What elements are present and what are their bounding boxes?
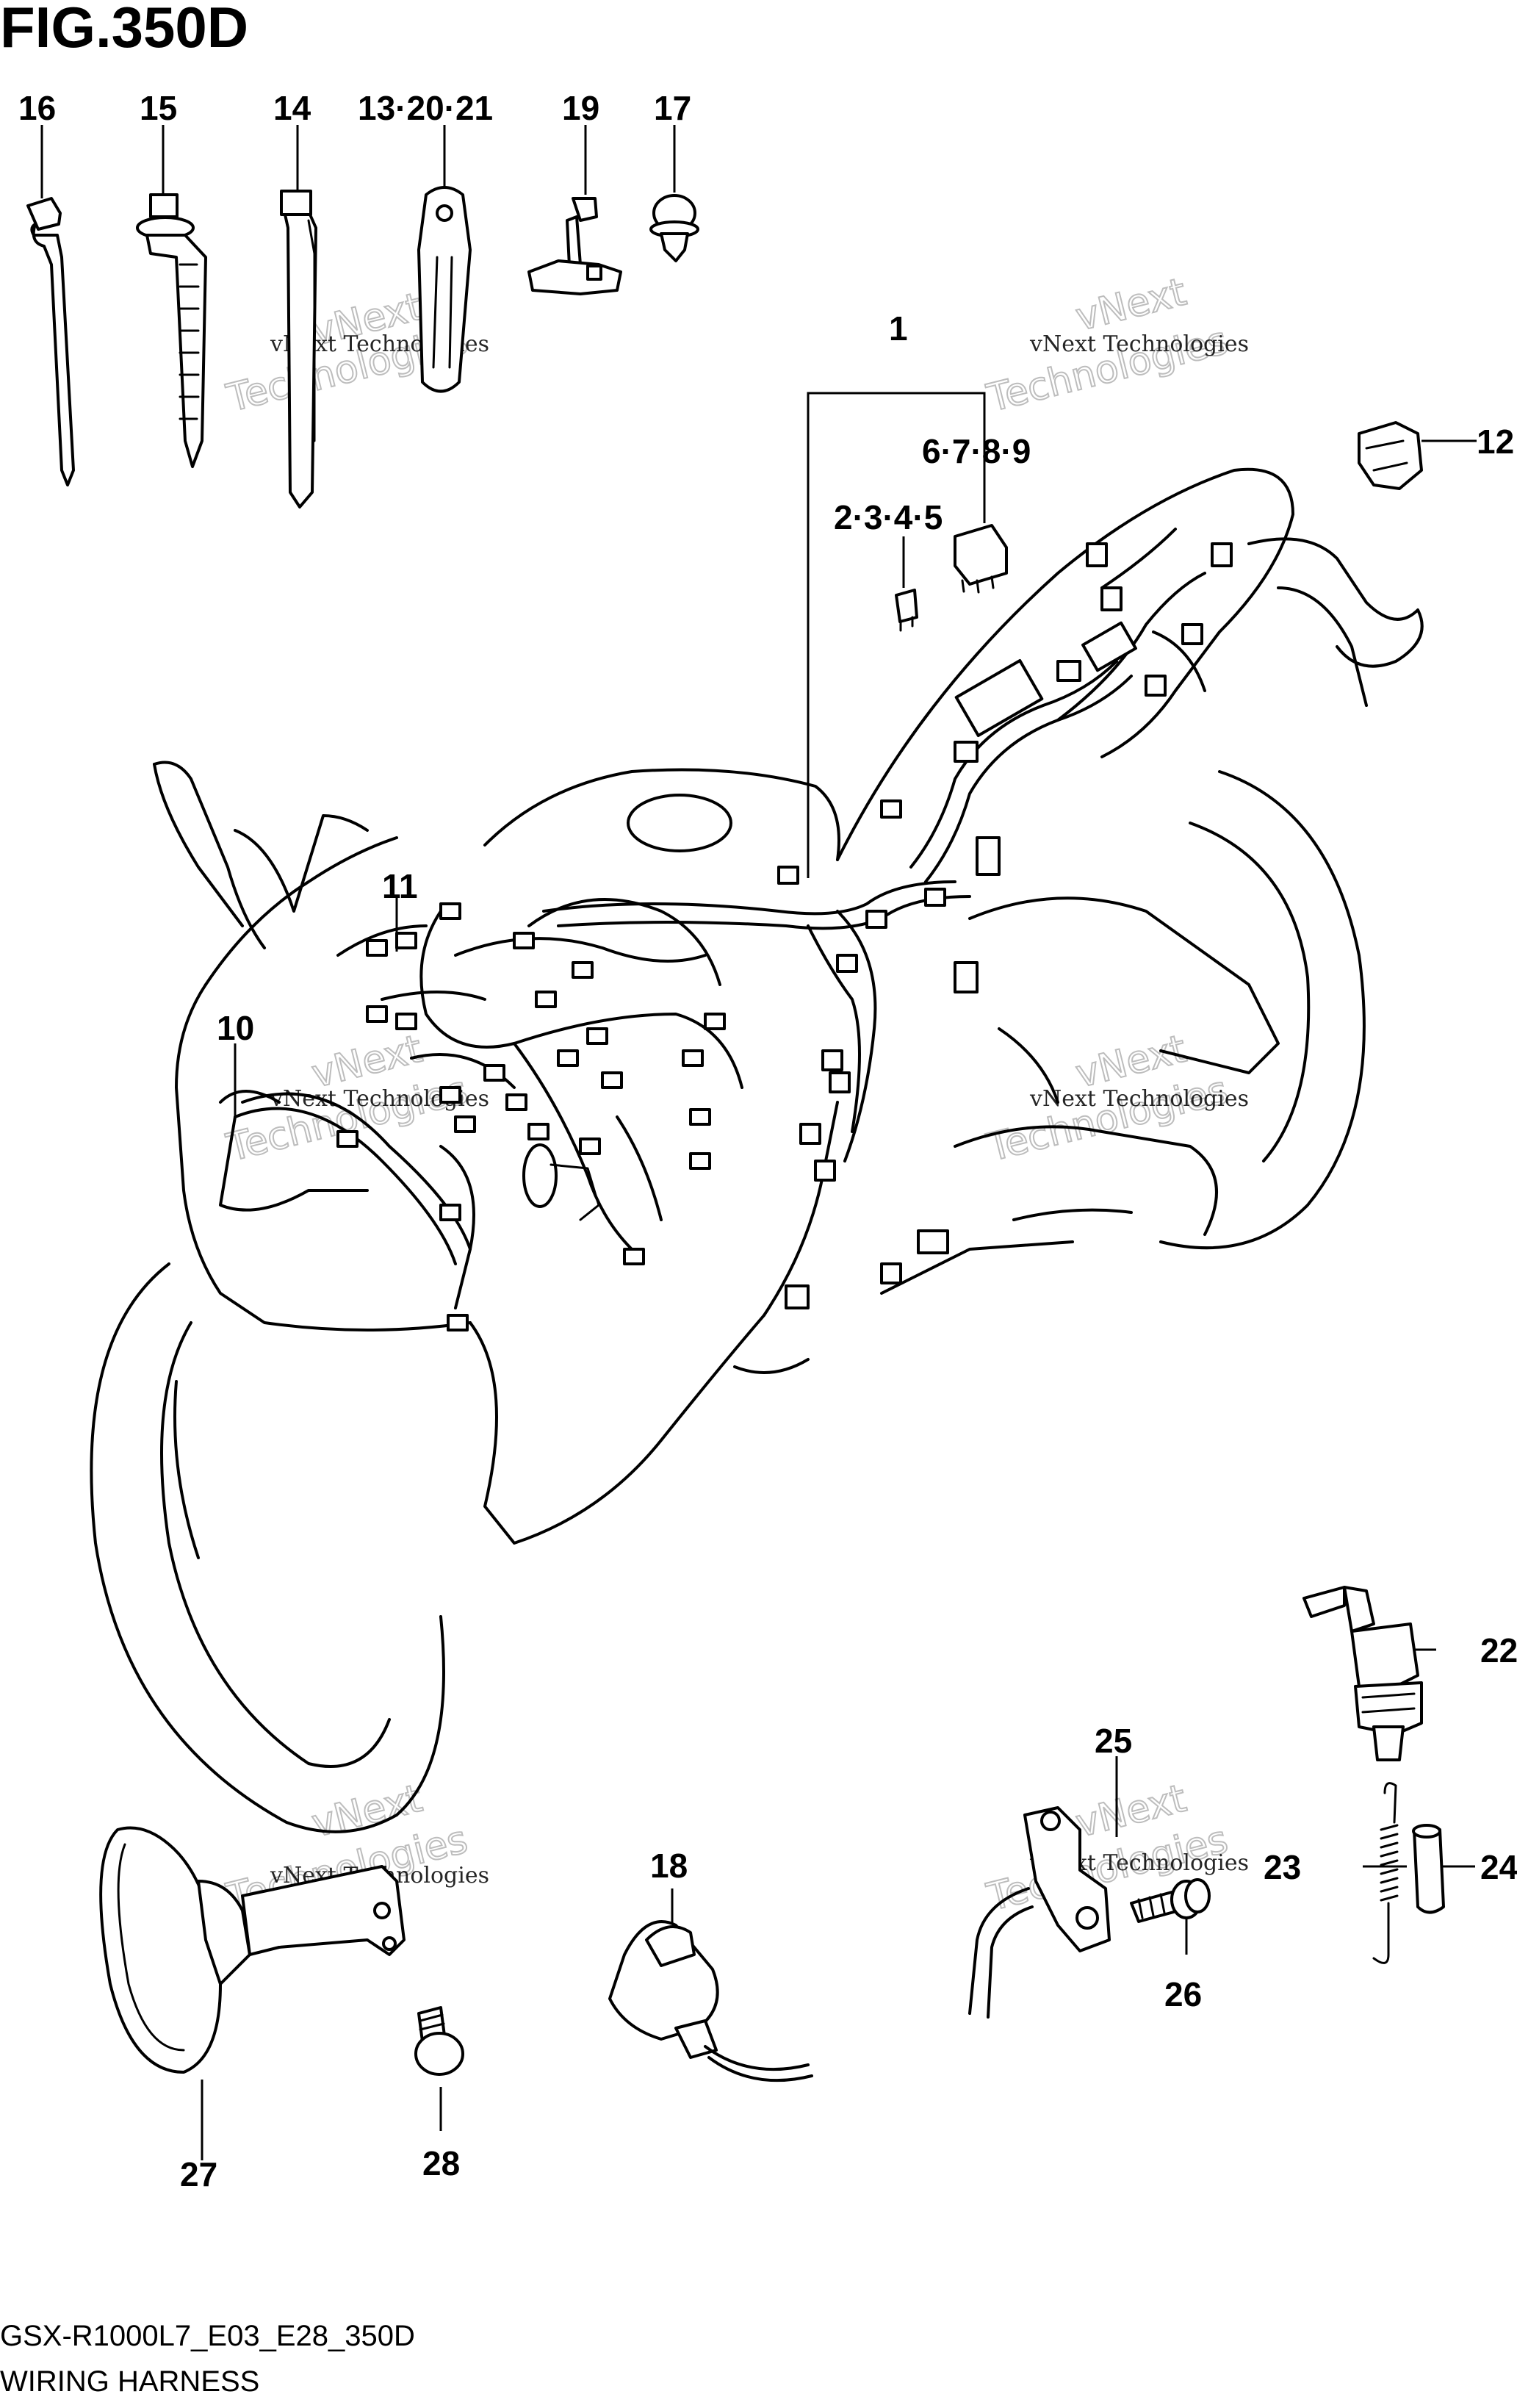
callout-13-20-21: 13·20·21 — [358, 89, 493, 127]
callout-15: 15 — [140, 89, 177, 127]
mounting-bracket-part — [527, 125, 622, 295]
callout-24: 24 — [1480, 1848, 1517, 1886]
callout-labels: 16 15 14 13·20·21 19 17 1 6·7·8·9 2·3·4·… — [18, 89, 1517, 2193]
callout-23: 23 — [1264, 1848, 1301, 1886]
spring-part — [1372, 1782, 1399, 1964]
callout-6-7-8-9: 6·7·8·9 — [922, 432, 1031, 470]
figure-code: GSX-R1000L7_E03_E28_350D — [0, 2320, 415, 2352]
callout-22: 22 — [1480, 1631, 1517, 1670]
callout-1: 1 — [889, 309, 908, 348]
svg-text:vNext: vNext — [1072, 270, 1191, 340]
callout-27: 27 — [180, 2155, 217, 2193]
callout-28: 28 — [422, 2144, 460, 2182]
harness-band-part — [417, 125, 472, 393]
cable-tie-straight-part — [280, 125, 317, 508]
screw-part — [414, 2006, 464, 2076]
callout-11: 11 — [382, 867, 418, 905]
sensor-part — [608, 1920, 813, 2082]
switch-bracket-part — [968, 1806, 1111, 2019]
clamp-screw-part — [136, 125, 207, 468]
callout-18: 18 — [650, 1847, 688, 1885]
svg-text:vNext Technologies: vNext Technologies — [1029, 331, 1249, 357]
figure-subtitle: WIRING HARNESS — [0, 2365, 259, 2398]
callout-17: 17 — [654, 89, 691, 127]
fuse-part — [895, 589, 918, 632]
relay-part — [954, 524, 1008, 594]
callout-10: 10 — [217, 1009, 254, 1047]
horn-part — [99, 1826, 406, 2074]
pin-part — [1412, 1824, 1445, 1914]
push-clip-part — [649, 125, 699, 262]
svg-text:vNext Technologies: vNext Technologies — [1029, 1086, 1249, 1112]
callout-19: 19 — [562, 89, 599, 127]
figure-title: FIG.350D — [0, 0, 248, 60]
wiring-harness — [219, 528, 1206, 1309]
callout-25: 25 — [1095, 1722, 1132, 1760]
watermark-top-right: Technologies vNext vNext Technologies — [982, 270, 1249, 422]
cable-tie-bent-part — [26, 125, 75, 486]
switch-part — [1302, 1586, 1423, 1761]
callout-12: 12 — [1477, 423, 1514, 461]
callout-14: 14 — [273, 89, 311, 127]
motorcycle-outline — [90, 467, 1424, 1833]
harness-connectors — [336, 542, 1233, 1331]
connector-part — [1358, 421, 1477, 490]
callout-2-3-4-5: 2·3·4·5 — [834, 498, 943, 536]
bolt-part — [1130, 1878, 1211, 1923]
callout-bracket-1 — [807, 392, 986, 878]
callout-16: 16 — [18, 89, 56, 127]
callout-26: 26 — [1164, 1975, 1202, 2013]
horn-on-bike — [522, 1143, 600, 1221]
